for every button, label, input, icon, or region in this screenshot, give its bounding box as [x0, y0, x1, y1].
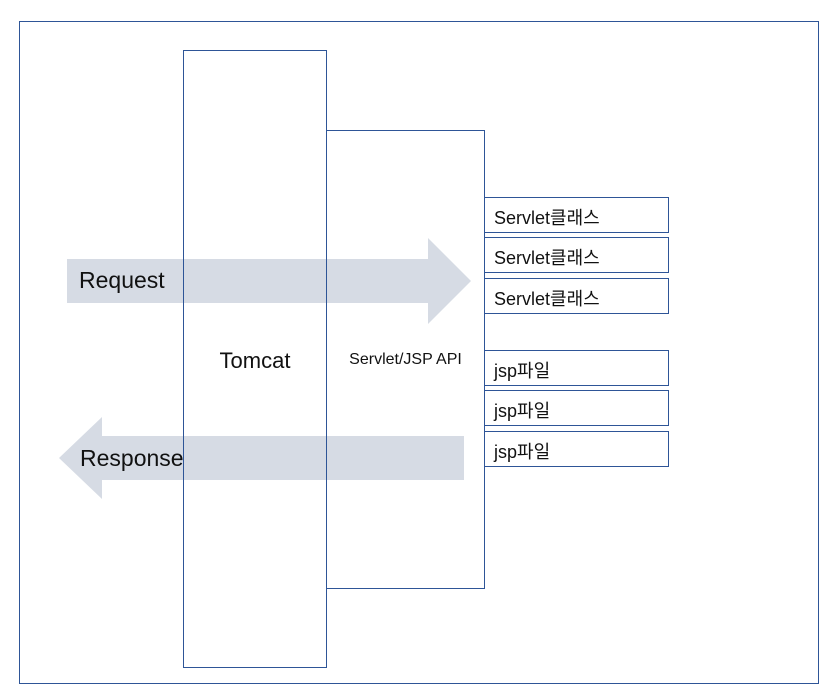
servlet-class-label: Servlet클래스	[494, 208, 600, 228]
response-arrow	[59, 417, 464, 499]
servlet-class-box: Servlet클래스	[484, 278, 669, 314]
tomcat-label: Tomcat	[219, 348, 291, 373]
jsp-file-box: jsp파일	[484, 390, 669, 426]
servlet-class-box: Servlet클래스	[484, 197, 669, 233]
jsp-file-box: jsp파일	[484, 431, 669, 467]
servlet-class-label: Servlet클래스	[494, 289, 600, 309]
jsp-file-label: jsp파일	[494, 401, 551, 421]
jsp-file-box: jsp파일	[484, 350, 669, 386]
jsp-file-label: jsp파일	[494, 442, 551, 462]
servlet-jsp-api-label: Servlet/JSP API	[349, 351, 462, 368]
jsp-file-label: jsp파일	[494, 361, 551, 381]
servlet-jsp-api-box: Servlet/JSP API	[326, 130, 485, 589]
response-label: Response	[80, 445, 184, 471]
request-arrow	[67, 238, 471, 324]
request-label: Request	[79, 267, 165, 293]
tomcat-box: Tomcat	[183, 50, 327, 668]
diagram-frame	[19, 21, 819, 684]
servlet-class-box: Servlet클래스	[484, 237, 669, 273]
servlet-class-label: Servlet클래스	[494, 248, 600, 268]
